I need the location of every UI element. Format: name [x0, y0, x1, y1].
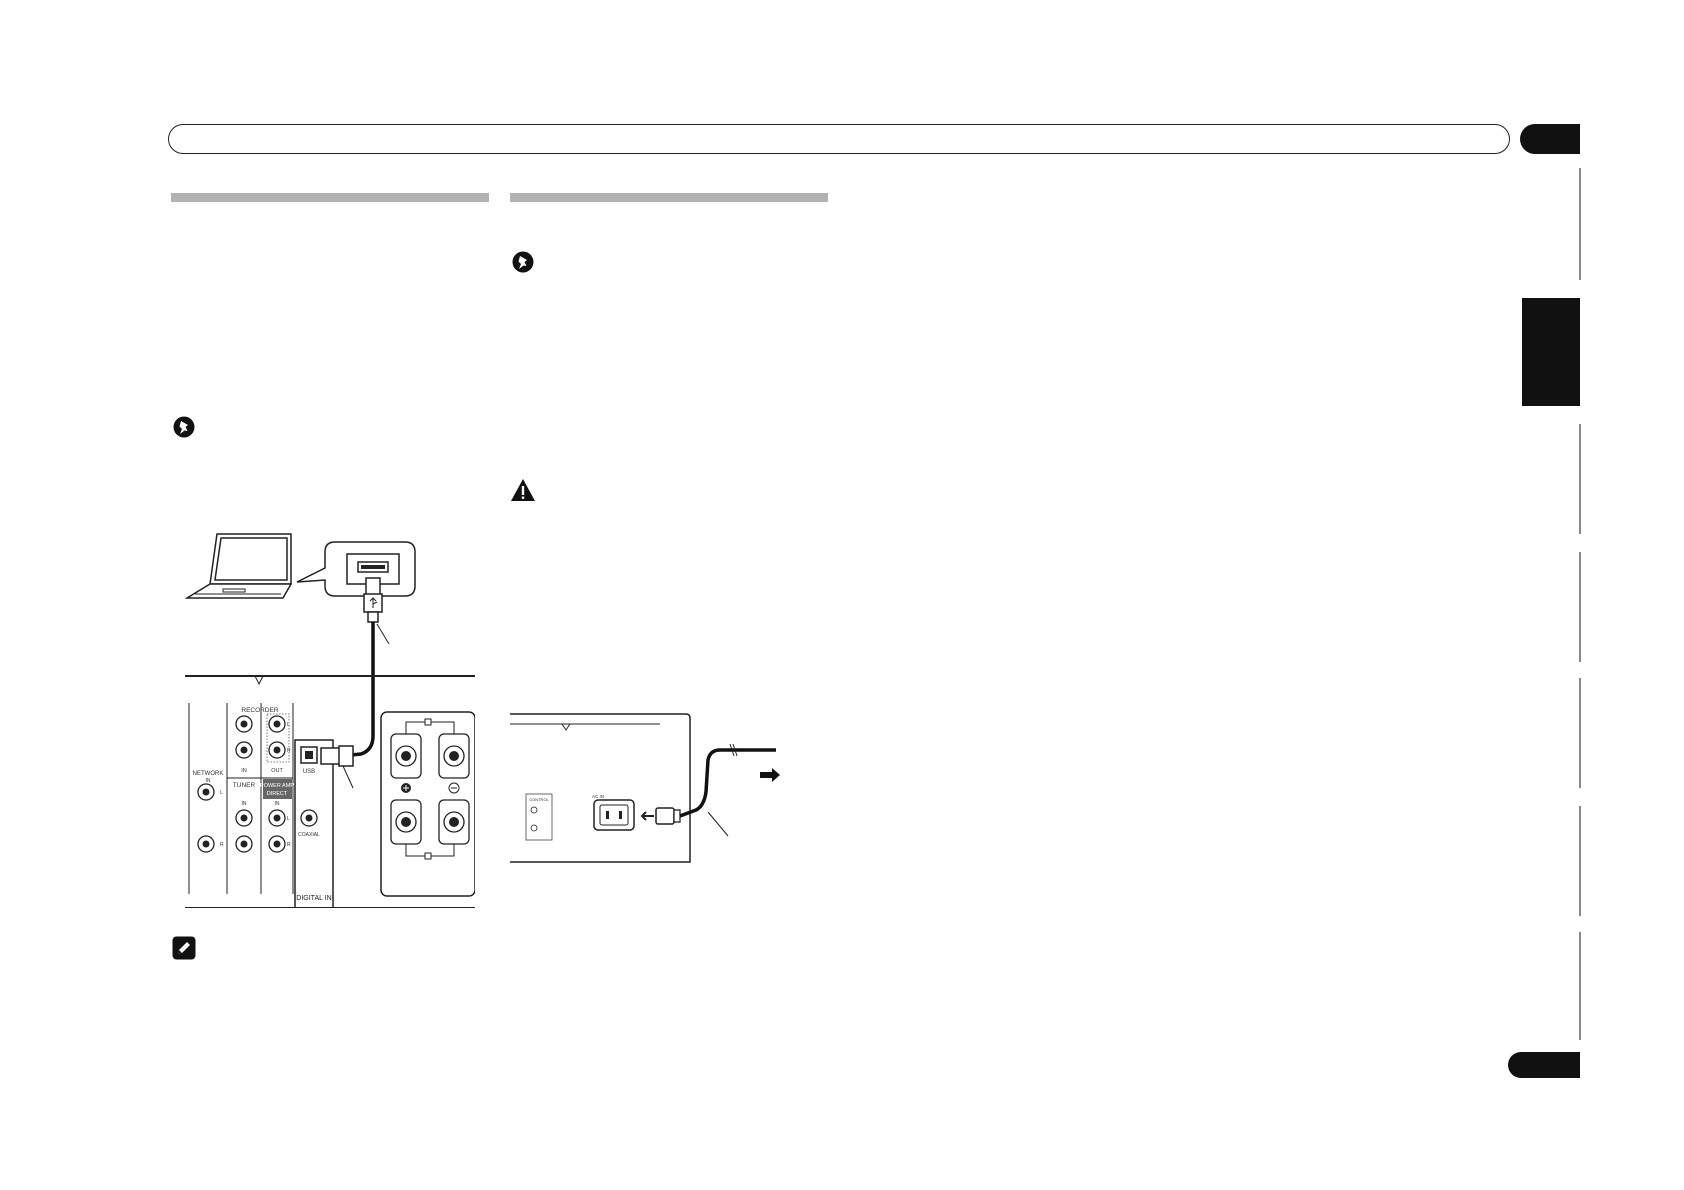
- chapter-tab: [1520, 124, 1580, 154]
- out-label: OUT: [271, 768, 283, 774]
- power-cord-diagram: CONTROL AC IN: [510, 713, 780, 863]
- jack-r-label: R: [287, 748, 291, 754]
- power-amp-direct-label: DIRECT: [267, 791, 288, 797]
- section-heading-bar-right: [510, 193, 828, 202]
- in-label: IN: [241, 768, 247, 774]
- network-label: NETWORK: [193, 771, 224, 777]
- power-amp-direct-label: POWER AMP: [260, 783, 294, 789]
- tuner-label: TUNER: [233, 782, 256, 789]
- network-in-label: IN: [206, 778, 211, 784]
- edge-index-line: [1579, 168, 1581, 280]
- note-pencil-icon: [172, 936, 196, 960]
- caution-triangle-icon: [511, 479, 535, 501]
- edge-index-line: [1579, 552, 1581, 662]
- edge-index-line: [1579, 932, 1581, 1040]
- edge-index-line: [1579, 806, 1581, 916]
- speaker-terminals: [380, 711, 475, 897]
- usb-label: USB: [303, 769, 315, 775]
- page-number-tab: [1508, 1052, 1580, 1078]
- laptop-icon: [185, 533, 293, 599]
- control-label: CONTROL: [529, 797, 549, 802]
- section-heading-bar-left: [171, 193, 489, 202]
- header-bar: [168, 124, 1510, 154]
- edge-index-line: [1579, 424, 1581, 534]
- usb-connection-diagram: NETWORK IN L R RECORDER L R IN OUT TUNER…: [185, 533, 475, 908]
- jack-l-label: L: [220, 790, 223, 796]
- ac-inlet: [593, 799, 635, 831]
- arrow-right-icon: [760, 768, 780, 782]
- important-icon: [512, 251, 534, 273]
- usb-b-plug: [320, 747, 342, 765]
- power-cord: [679, 748, 742, 818]
- unit-rear-outline: [510, 713, 691, 863]
- edge-index-line: [1579, 678, 1581, 788]
- ac-in-label: AC IN: [592, 794, 604, 799]
- jack-r-label: R: [287, 842, 291, 848]
- in-label: IN: [242, 801, 247, 807]
- usb-port-callout: [296, 541, 416, 597]
- recorder-label: RECORDER: [241, 707, 279, 714]
- digital-in-box: [294, 739, 334, 908]
- in-label: IN: [275, 801, 280, 807]
- important-icon: [173, 416, 195, 438]
- jack-l-label: L: [287, 816, 290, 822]
- jack-r-label: R: [220, 842, 224, 848]
- coaxial-label: COAXIAL: [298, 832, 320, 838]
- jack-l-label: L: [287, 722, 290, 728]
- digital-in-label: DIGITAL IN: [296, 895, 331, 902]
- language-tab: [1522, 298, 1580, 406]
- usb-cable: [340, 622, 375, 758]
- power-plug: [655, 807, 675, 825]
